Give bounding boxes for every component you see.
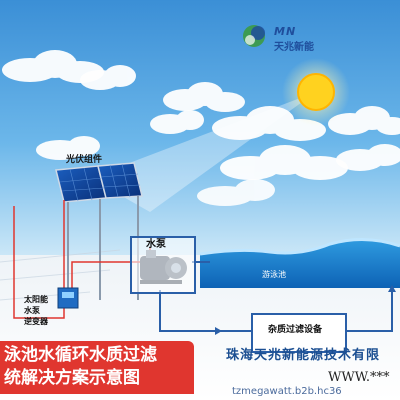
company-name: 珠海天兆新能源技术有限 [226,348,381,363]
title-line2: 统解决方案示意图 [4,368,140,388]
cloud [197,179,275,206]
logo-letters: MN [274,25,297,38]
cloud [220,145,348,180]
cloud [163,82,245,112]
label-filter: 杂质过滤设备 [268,325,323,335]
flow-arrow [215,327,222,335]
sun [297,73,335,111]
label-pool: 游泳池 [262,270,286,279]
clouds [2,50,400,206]
label-pump: 水泵 [146,239,166,250]
label-solar-panels: 光伏组件 [66,155,103,165]
pump-box [130,236,196,294]
filter-equipment-box [251,313,347,353]
website-url: tzmegawatt.b2b.hc36 [232,386,342,397]
label-inverter-line2: 水泵 [24,306,40,315]
cloud [36,136,100,160]
logo-text: 天兆新能 [274,42,314,53]
cloud [150,110,204,134]
title-banner: 泳池水循环水质过滤 统解决方案示意图 [0,341,194,394]
label-inverter-line1: 太阳能 [24,295,48,304]
flow-arrow [388,285,396,292]
website-prefix: WWW.*** [328,370,390,385]
inverter-unit [57,287,79,309]
logo-mark [243,25,265,47]
solar-panel-array [55,162,143,300]
title-line1: 泳池水循环水质过滤 [4,345,157,365]
label-inverter-line3: 逆变器 [24,317,48,326]
cloud [80,65,136,90]
cloud [328,106,400,135]
pool-wave [199,237,400,256]
cloud [336,144,400,171]
